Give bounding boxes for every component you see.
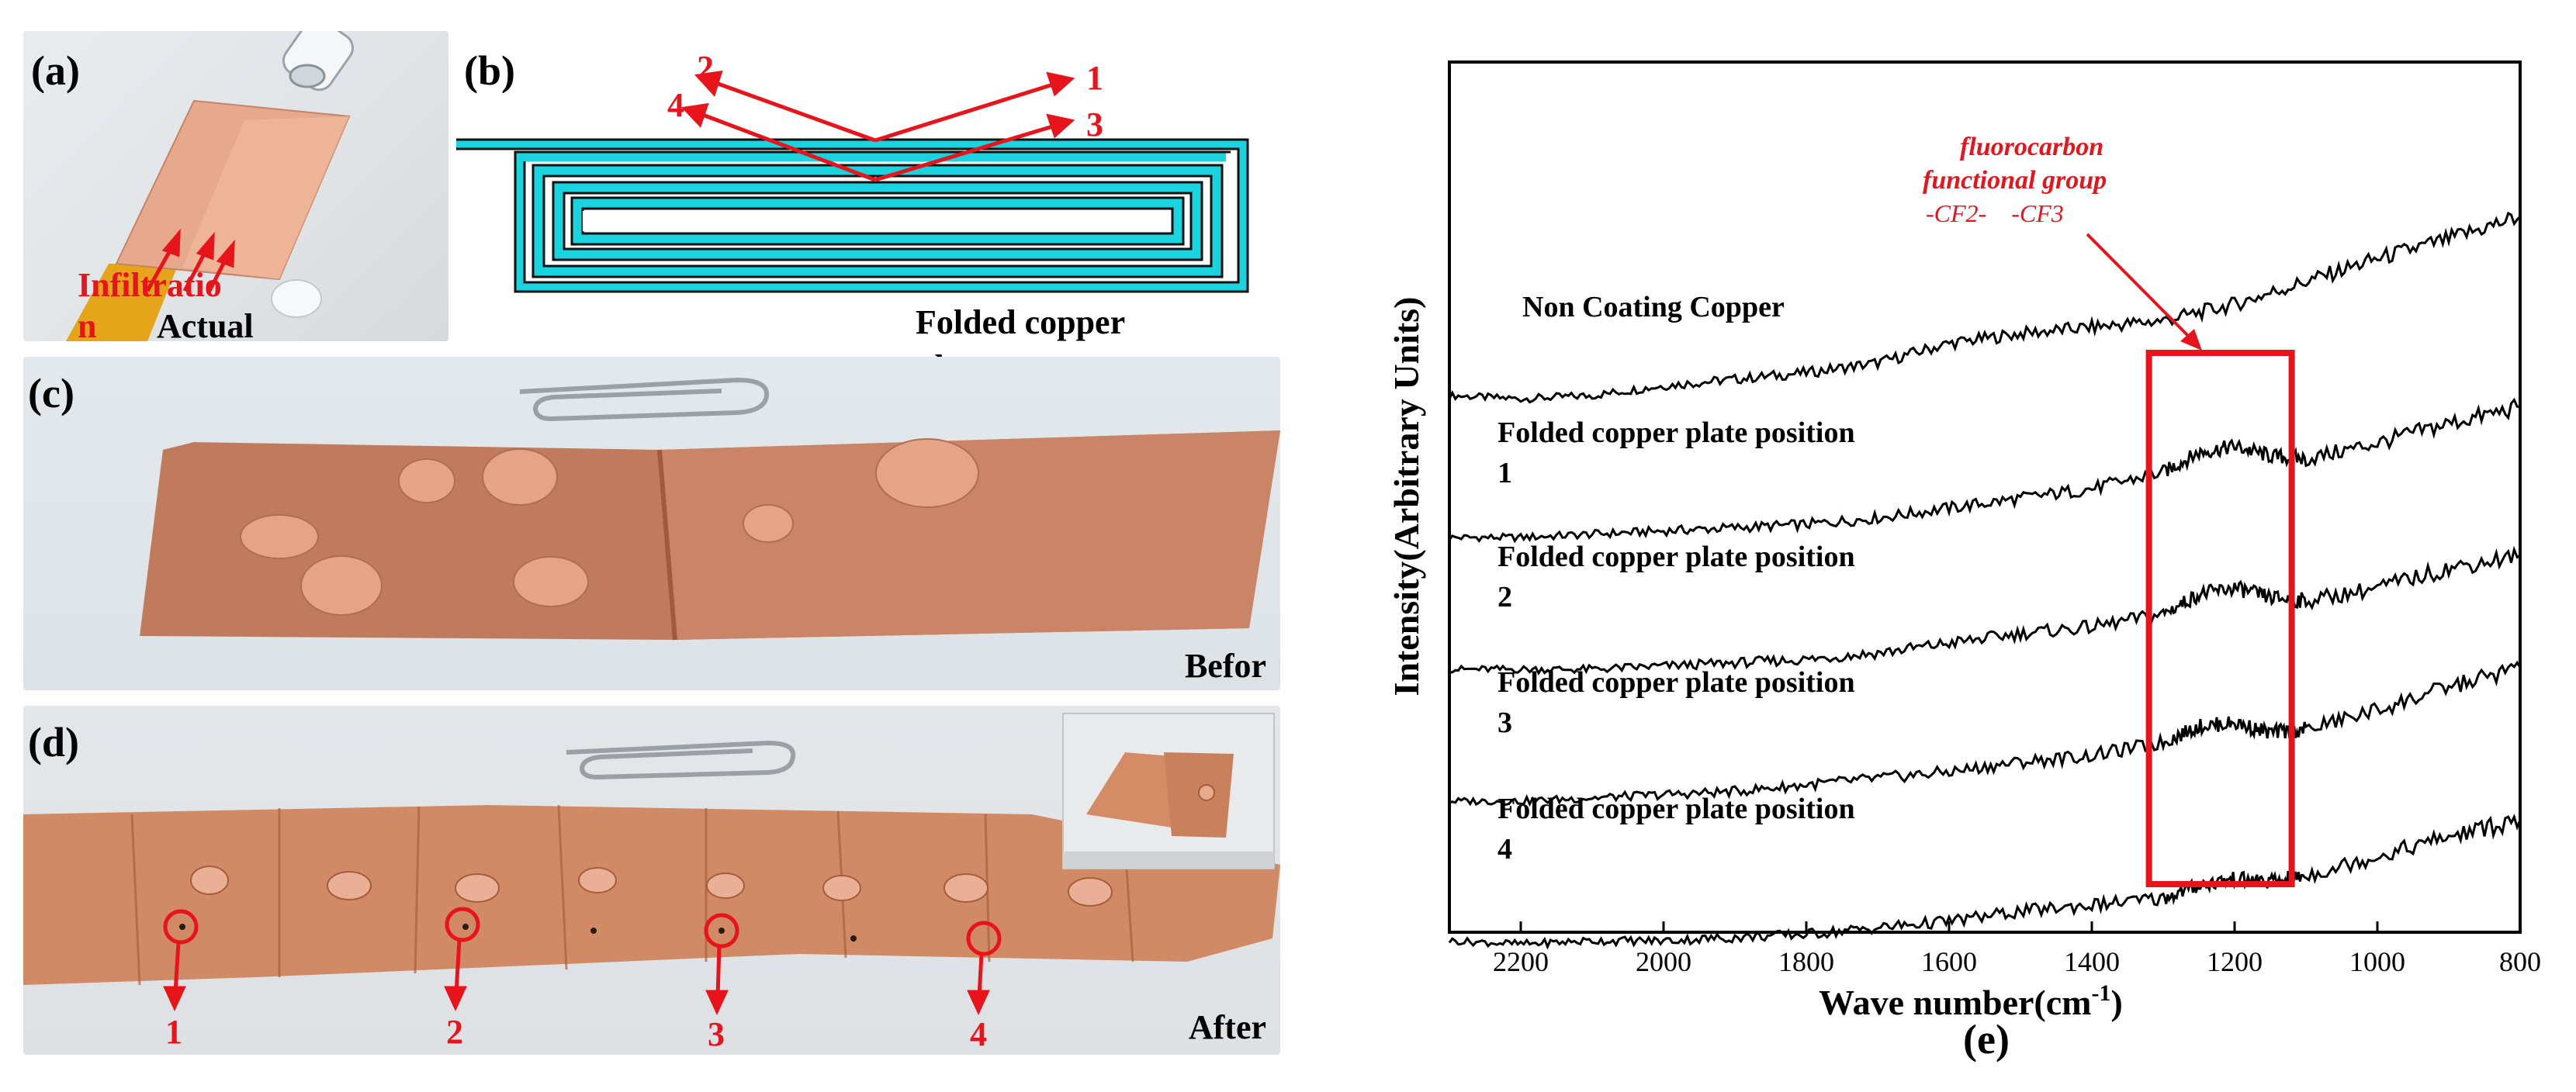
marker-4: 4 (667, 86, 684, 124)
series-line-1 (1448, 211, 2522, 404)
curve-label-1-line-1: Non Coating Copper (1522, 291, 1785, 323)
before-photo (23, 357, 1280, 690)
annotation-line1: fluorocarbon (1960, 133, 2103, 161)
panel-b-label: (b) (464, 47, 515, 94)
spiral-layers (456, 139, 1248, 292)
after-position-4: 4 (970, 1015, 987, 1053)
ftir-chart: 2200 2000 1800 1600 1400 1200 1000 800 Non Coat… (1387, 60, 2541, 1063)
x-tick-label: 2200 (1493, 946, 1549, 977)
y-axis-label: Intensity(Arbitrary Units) (1387, 297, 1426, 696)
annotation-arrow-head (2180, 329, 2202, 351)
panel-c-label: (c) (28, 370, 74, 416)
infiltration-arrows (145, 228, 235, 292)
paperclip-icon (566, 740, 796, 780)
x-tick-label: 1600 (1921, 946, 1977, 977)
actual-deposition-photo (23, 31, 448, 341)
sample-disk-icon (271, 279, 322, 318)
curve-label-4-line-1: Folded copper plate position (1497, 666, 1855, 699)
plot-frame (1448, 60, 2522, 934)
copper-sheet-icon (115, 99, 351, 281)
panel-c: (c) Befor (23, 357, 1280, 690)
after-position-2: 2 (446, 1013, 463, 1051)
after-position-3: 3 (708, 1015, 725, 1053)
annotation-line2: functional group (1923, 166, 2107, 195)
position-arrows (680, 70, 1075, 182)
x-axis-label: Wave number(cm-1) (1819, 980, 2123, 1022)
before-caption: Befor (1184, 647, 1266, 685)
position-markers (163, 907, 1002, 956)
panel-e-label: (e) (1963, 1016, 2010, 1063)
copper-dimples (190, 866, 1113, 907)
inset-photo (1062, 713, 1275, 869)
curve-label-2-line-2: 1 (1497, 457, 1512, 489)
actual-deposition-caption-line1: Actual (157, 307, 254, 345)
before-copper-illustration (140, 377, 1280, 641)
after-photo (23, 706, 1280, 1055)
curve-label-4-line-2: 3 (1497, 707, 1512, 739)
annotation-arrow-line (2086, 233, 2193, 341)
paperclip-icon (519, 377, 770, 422)
series-line-3 (1449, 545, 2521, 676)
marker-2: 2 (697, 49, 714, 87)
series-line-5 (1448, 814, 2522, 950)
x-tick-label: 1400 (2064, 946, 2120, 977)
x-tick-label: 2000 (1636, 946, 1691, 977)
series-line-2 (1448, 397, 2521, 544)
curve-label-3-line-2: 2 (1497, 581, 1512, 613)
x-tick-label: 1800 (1778, 946, 1834, 977)
series-line-4 (1449, 660, 2522, 807)
panel-d: (d) 1 2 3 4 After (23, 706, 1280, 1055)
fluorocarbon-highlight-box (2145, 350, 2295, 887)
curve-label-2-line-1: Folded copper plate position (1497, 416, 1855, 449)
curve-label-5-line-1: Folded copper plate position (1497, 793, 1855, 825)
after-position-1: 1 (165, 1013, 182, 1051)
actual-deposition-illustration (66, 31, 355, 341)
infiltration-label-line1: Infiltratio (78, 266, 222, 304)
folded-copper-caption-line1: Folded copper (916, 303, 1126, 341)
marker-1: 1 (1086, 59, 1103, 97)
panel-a: (a) Infiltratio n Actual (23, 31, 448, 345)
x-tick-label: 1000 (2349, 946, 2405, 977)
curve-label-5-line-2: 4 (1497, 833, 1512, 866)
annotation-line3: -CF2- -CF3 (1926, 199, 2064, 227)
copper-dimples (240, 438, 979, 616)
panel-e: 2200 2000 1800 1600 1400 1200 1000 800 Non Coat… (1350, 31, 2560, 1086)
curve-label-3-line-1: Folded copper plate position (1497, 541, 1855, 573)
panel-b: (b) (450, 31, 1265, 386)
after-caption: After (1188, 1008, 1266, 1046)
folded-spiral-diagram: 1 2 3 4 (456, 49, 1249, 293)
panel-d-label: (d) (28, 719, 79, 765)
x-tick-label: 800 (2499, 946, 2541, 977)
glass-tube-icon (282, 31, 355, 92)
copper-strip-after (23, 805, 1280, 985)
panel-a-label: (a) (31, 47, 80, 94)
x-axis-ticks: 2200 2000 1800 1600 1400 1200 1000 800 (1493, 921, 2541, 977)
infiltration-label-line2: n (78, 307, 97, 345)
after-copper-illustration (23, 713, 1280, 1016)
x-tick-label: 1200 (2207, 946, 2263, 977)
marker-3: 3 (1086, 105, 1103, 143)
series-layer (1448, 211, 2522, 950)
